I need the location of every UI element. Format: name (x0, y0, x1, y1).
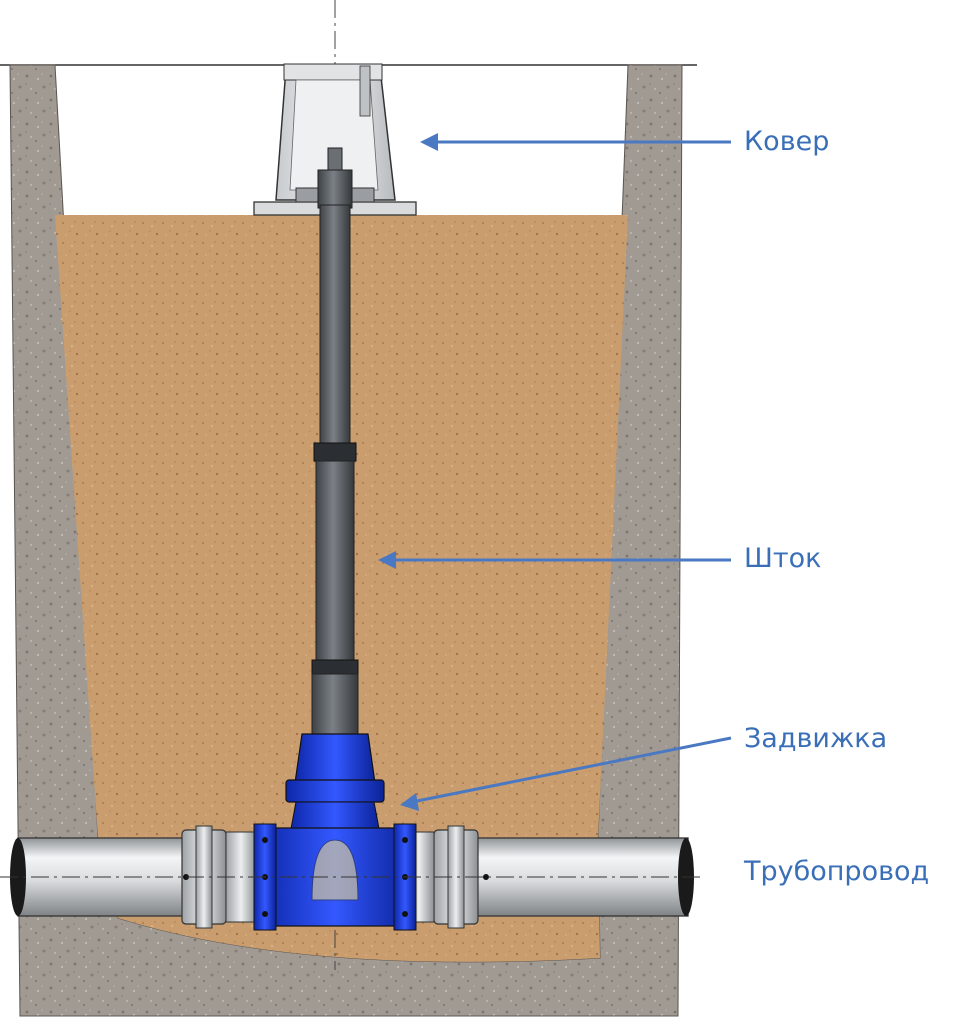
label-truboprovod: Трубопровод (744, 856, 930, 887)
stem-head (327, 147, 343, 171)
stem-shtok (311, 204, 359, 735)
left-arrow-icon (400, 793, 419, 811)
left-arrow-icon (420, 133, 438, 151)
arrow-kover (420, 133, 731, 151)
arrow-shtok (378, 551, 731, 569)
left-arrow-icon (378, 551, 396, 569)
stem-top-sleeve (317, 169, 353, 209)
arrow-zadvizhka (400, 736, 732, 811)
label-zadvizhka: Задвижка (744, 723, 888, 754)
label-shtok: Шток (744, 543, 822, 574)
cover-kover (253, 63, 417, 216)
label-kover: Ковер (744, 126, 830, 157)
